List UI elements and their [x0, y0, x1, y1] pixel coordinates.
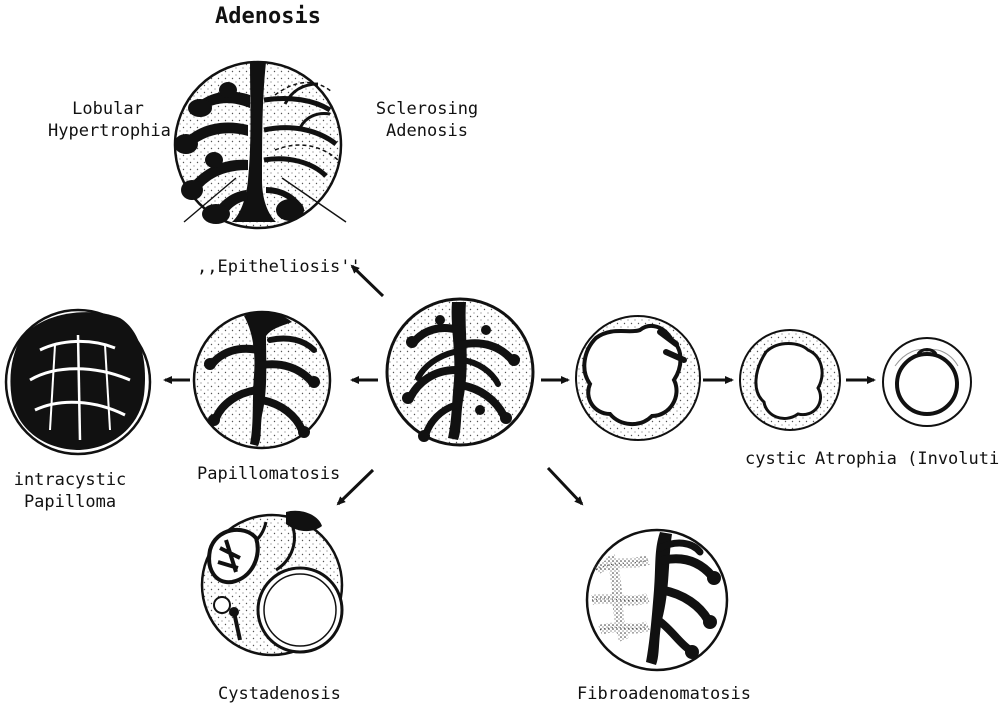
title-adenosis: Adenosis — [215, 6, 321, 28]
label-papillomatosis: Papillomatosis — [197, 463, 340, 485]
label-cystadenosis: Cystadenosis — [218, 683, 341, 705]
label-lobular-line-1: Lobular — [48, 98, 168, 120]
label-intracystic-line-1: intracystic — [10, 469, 130, 491]
intracystic-papilloma-circle — [6, 310, 150, 454]
label-sclerosing-line-1: Sclerosing — [372, 98, 482, 120]
papillomatosis-circle — [194, 311, 330, 448]
atrophia-circle — [883, 338, 971, 426]
label-fibroadenomatosis: Fibroadenomatosis — [577, 683, 751, 705]
label-sclerosing-line-2: Adenosis — [372, 120, 482, 142]
label-epitheliosis: ,,Epitheliosis'' — [197, 256, 361, 278]
label-intracystic-line-2: Papilloma — [10, 491, 130, 513]
cyst-circle-2 — [740, 330, 840, 430]
label-intracystic-papilloma: intracystic Papilloma — [10, 469, 130, 513]
cyst-circle-1 — [576, 316, 700, 440]
fibroadenomatosis-circle — [587, 530, 727, 670]
arrow-to-cystadenosis — [338, 470, 373, 504]
label-lobular-line-2: Hypertrophia — [48, 120, 168, 142]
label-sclerosing-adenosis: Sclerosing Adenosis — [372, 98, 482, 142]
center-circle — [387, 299, 533, 445]
arrow-to-fibroadenomatosis — [548, 468, 582, 504]
label-atrophia: Atrophia (Involution) — [815, 448, 1000, 470]
label-lobular-hypertrophia: Lobular Hypertrophia — [48, 98, 168, 142]
cystadenosis-circle — [202, 511, 342, 655]
label-cystic: cystic — [745, 448, 806, 470]
adenosis-circle — [174, 62, 346, 228]
